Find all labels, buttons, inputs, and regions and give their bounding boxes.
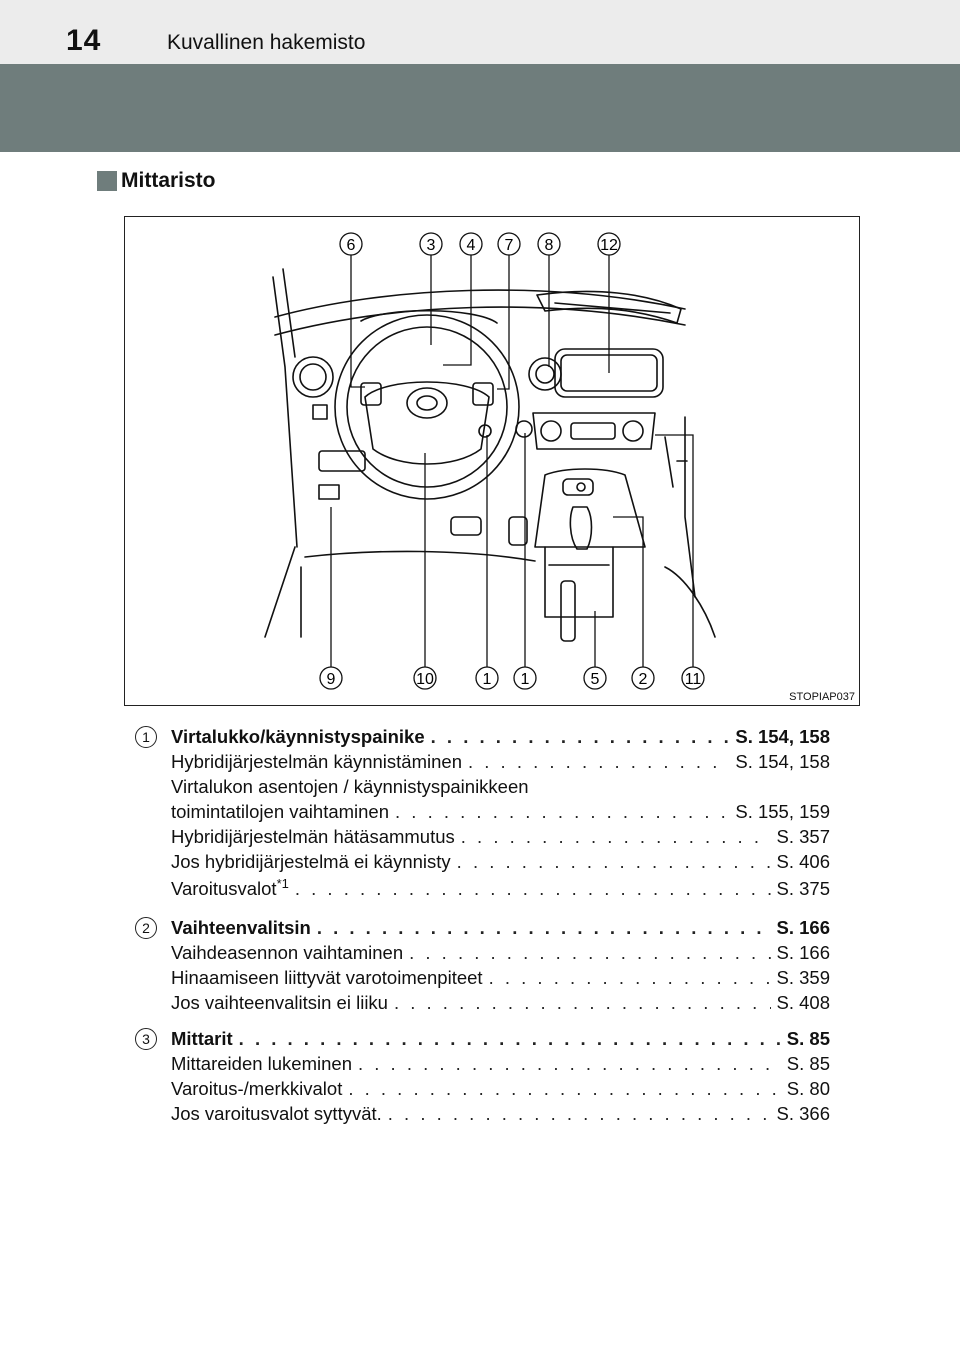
callout-leader-lines [330, 254, 694, 667]
svg-text:9: 9 [327, 671, 336, 688]
svg-text:10: 10 [416, 671, 434, 688]
svg-text:2: 2 [639, 671, 648, 688]
entry-row[interactable]: Jos varoitusvalot syttyvät.S. 366 [171, 1103, 830, 1128]
dashboard-drawing: 6 3 4 7 8 12 9 10 1 1 5 2 11 [264, 232, 716, 690]
index-entries: 1 Virtalukko/käynnistyspainikeS. 154, 15… [130, 726, 830, 1139]
callout-10: 10 [413, 666, 437, 690]
svg-text:11: 11 [685, 671, 702, 688]
svg-text:1: 1 [483, 671, 492, 688]
dashboard-illustration: 6 3 4 7 8 12 9 10 1 1 5 2 11 STOPIAP037 [124, 216, 860, 706]
entry-main-row[interactable]: VaihteenvalitsinS. 166 [171, 917, 830, 942]
entry-row[interactable]: Hinaamiseen liittyvät varotoimenpiteetS.… [171, 967, 830, 992]
entry-row[interactable]: Hybridijärjestelmän käynnistäminenS. 154… [171, 751, 830, 776]
svg-text:1: 1 [521, 671, 530, 688]
entry-row[interactable]: Hybridijärjestelmän hätäsammutusS. 357 [171, 826, 830, 851]
figure-code: STOPIAP037 [789, 691, 855, 703]
section-title: Mittaristo [121, 169, 216, 192]
top-callouts: 6 3 4 7 8 12 [339, 232, 621, 256]
callout-3: 3 [419, 232, 443, 256]
entry-row[interactable]: Vaihdeasennon vaihtaminenS. 166 [171, 942, 830, 967]
header-bar: 14 Kuvallinen hakemisto [0, 0, 960, 64]
svg-text:4: 4 [467, 237, 476, 254]
svg-text:3: 3 [427, 237, 436, 254]
dashboard-line-art [264, 268, 716, 642]
entry-main-row[interactable]: Virtalukko/käynnistyspainikeS. 154, 158 [171, 726, 830, 751]
svg-text:5: 5 [591, 671, 600, 688]
svg-text:8: 8 [545, 237, 554, 254]
callout-11: 11 [681, 666, 705, 690]
svg-text:12: 12 [600, 237, 618, 254]
callout-5: 5 [583, 666, 607, 690]
svg-text:6: 6 [347, 237, 356, 254]
callout-2: 2 [631, 666, 655, 690]
callout-8: 8 [537, 232, 561, 256]
index-entry-3: 3 MittaritS. 85 Mittareiden lukeminenS. … [130, 1028, 830, 1128]
callout-1a: 1 [475, 666, 499, 690]
section-heading: Mittaristo [97, 169, 216, 193]
callout-7: 7 [497, 232, 521, 256]
entry-row[interactable]: Varoitusvalot*1S. 375 [171, 876, 830, 906]
footnote-marker: *1 [276, 876, 289, 891]
index-entry-2: 2 VaihteenvalitsinS. 166 Vaihdeasennon v… [130, 917, 830, 1017]
callout-6: 6 [339, 232, 363, 256]
entry-main-row[interactable]: MittaritS. 85 [171, 1028, 830, 1053]
entry-row[interactable]: Varoitus-/merkkivalotS. 80 [171, 1078, 830, 1103]
callout-12: 12 [597, 232, 621, 256]
entry-number: 3 [135, 1028, 157, 1050]
callout-4: 4 [459, 232, 483, 256]
entry-row[interactable]: Jos hybridijärjestelmä ei käynnistyS. 40… [171, 851, 830, 876]
entry-number: 2 [135, 917, 157, 939]
svg-text:7: 7 [505, 237, 514, 254]
section-marker-icon [97, 171, 117, 191]
entry-row-continued: Virtalukon asentojen / käynnistyspainikk… [171, 776, 529, 797]
entry-row[interactable]: toimintatilojen vaihtaminenS. 155, 159 [171, 801, 830, 826]
entry-row[interactable]: Jos vaihteenvalitsin ei liikuS. 408 [171, 992, 830, 1017]
entry-number: 1 [135, 726, 157, 748]
entry-row[interactable]: Mittareiden lukeminenS. 85 [171, 1053, 830, 1078]
callout-9: 9 [319, 666, 343, 690]
callout-1b: 1 [513, 666, 537, 690]
bottom-callouts: 9 10 1 1 5 2 11 [319, 666, 705, 690]
index-entry-1: 1 Virtalukko/käynnistyspainikeS. 154, 15… [130, 726, 830, 906]
page-number: 14 [66, 24, 102, 57]
page-title: Kuvallinen hakemisto [167, 31, 366, 54]
header-band [0, 64, 960, 152]
